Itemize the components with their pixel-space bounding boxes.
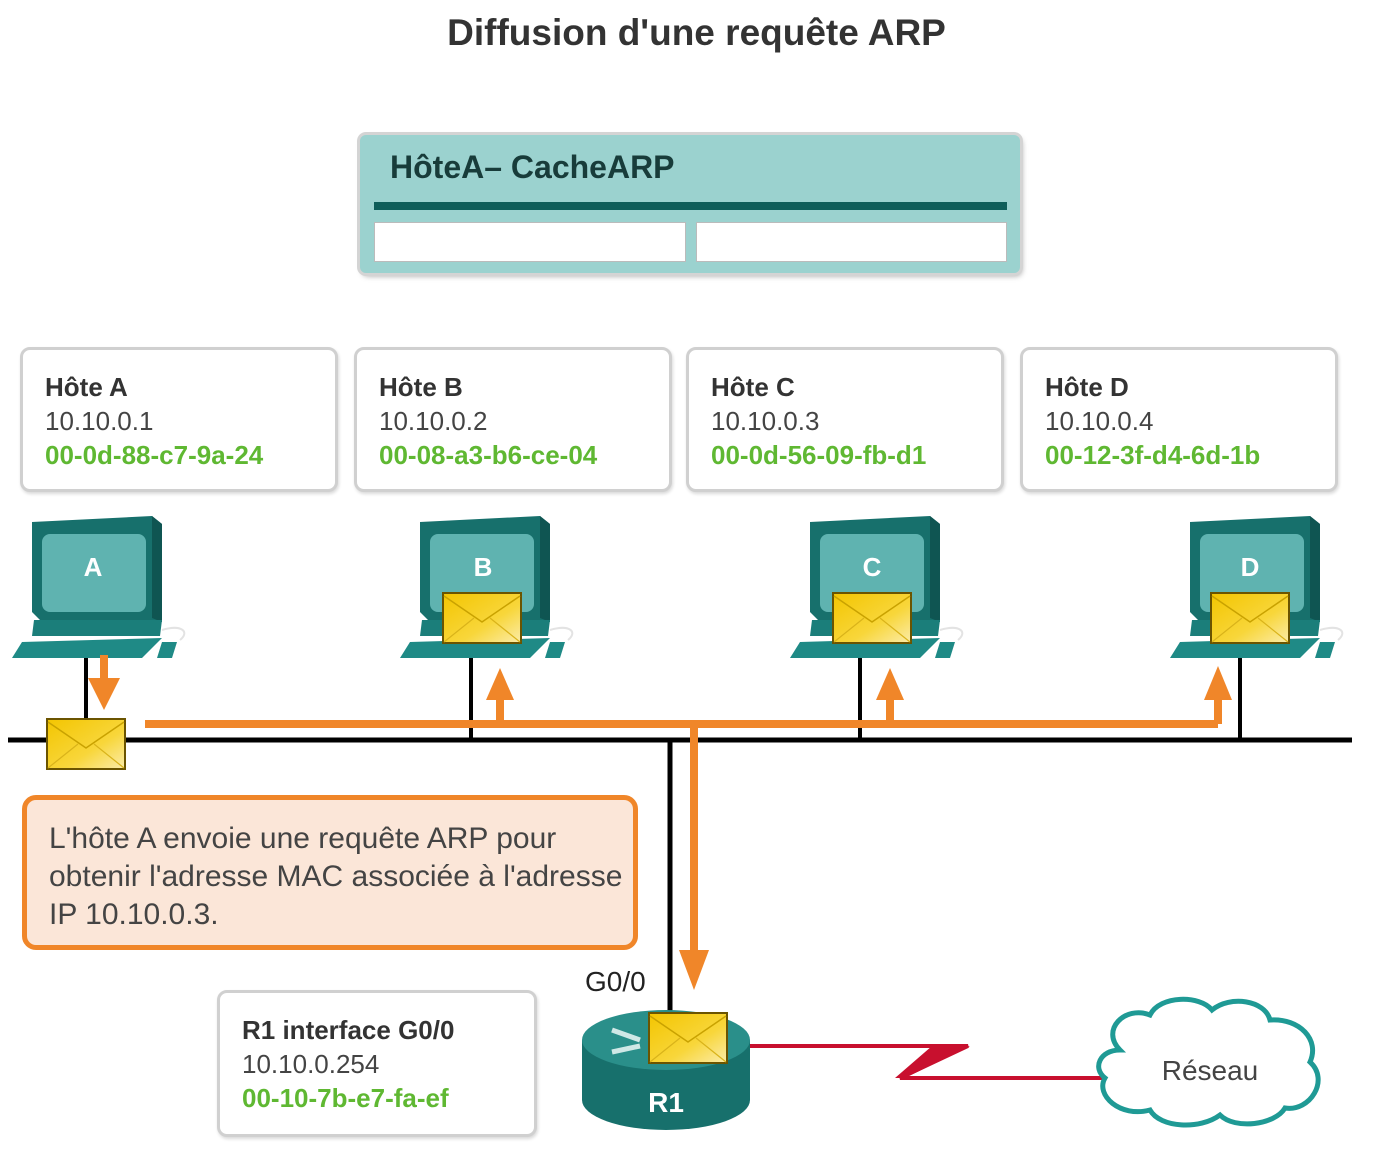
envelope-icon	[832, 592, 912, 644]
host-mac: 00-08-a3-b6-ce-04	[379, 440, 598, 470]
pc-label-d: D	[1241, 552, 1260, 582]
host-mac: 00-0d-56-09-fb-d1	[711, 440, 927, 470]
envelope-icon	[648, 1012, 728, 1064]
envelope-icon	[46, 718, 126, 770]
host-ip: 10.10.0.4	[1045, 406, 1154, 436]
pc-label-b: B	[474, 552, 493, 582]
arp-cache-ip-cell	[374, 222, 686, 262]
host-ip: 10.10.0.1	[45, 406, 154, 436]
host-mac: 00-12-3f-d4-6d-1b	[1045, 440, 1261, 470]
host-info-d: Hôte D 10.10.0.4 00-12-3f-d4-6d-1b	[1020, 347, 1338, 492]
host-ip: 10.10.0.3	[711, 406, 820, 436]
arrow-up-icon	[1204, 666, 1232, 700]
host-ip: 10.10.0.2	[379, 406, 488, 436]
host-info-c: Hôte C 10.10.0.3 00-0d-56-09-fb-d1	[686, 347, 1004, 492]
pc-icon-a	[12, 515, 186, 659]
host-mac: 00-0d-88-c7-9a-24	[45, 440, 264, 470]
envelope-icon	[442, 592, 522, 644]
router-info-title: R1 interface G0/0	[242, 1015, 455, 1045]
host-info-b: Hôte B 10.10.0.2 00-08-a3-b6-ce-04	[354, 347, 672, 492]
arrow-up-icon	[876, 668, 904, 700]
arrow-down-icon	[88, 678, 120, 710]
arp-cache-table: HôteA– CacheARP	[360, 135, 1020, 273]
pc-label-a: A	[84, 552, 103, 582]
router-label: R1	[648, 1087, 684, 1118]
host-info-a: Hôte A 10.10.0.1 00-0d-88-c7-9a-24	[20, 347, 338, 492]
arp-cache-title: HôteA– CacheARP	[390, 149, 675, 185]
network-label: Réseau	[1162, 1055, 1259, 1086]
interface-label: G0/0	[585, 966, 646, 997]
arp-cache-mac-cell	[696, 222, 1007, 262]
router-info: R1 interface G0/0 10.10.0.254 00-10-7b-e…	[217, 990, 537, 1137]
router-ip: 10.10.0.254	[242, 1049, 380, 1079]
arrow-down-icon	[679, 950, 709, 990]
cloud-icon	[1096, 996, 1321, 1128]
explanation-note: L'hôte A envoie une requête ARP pour obt…	[22, 795, 638, 950]
host-name: Hôte B	[379, 372, 463, 402]
envelope-icon	[1210, 592, 1290, 644]
arrow-up-icon	[486, 668, 514, 700]
page-title: Diffusion d'une requête ARP	[447, 12, 946, 53]
pc-label-c: C	[863, 552, 882, 582]
serial-zigzag-icon	[895, 1046, 970, 1078]
explanation-text: L'hôte A envoie une requête ARP pour obt…	[49, 822, 623, 931]
router-mac: 00-10-7b-e7-fa-ef	[242, 1083, 449, 1113]
arp-cache-header-bar	[374, 202, 1007, 210]
host-name: Hôte A	[45, 372, 128, 402]
host-name: Hôte D	[1045, 372, 1129, 402]
host-name: Hôte C	[711, 372, 795, 402]
